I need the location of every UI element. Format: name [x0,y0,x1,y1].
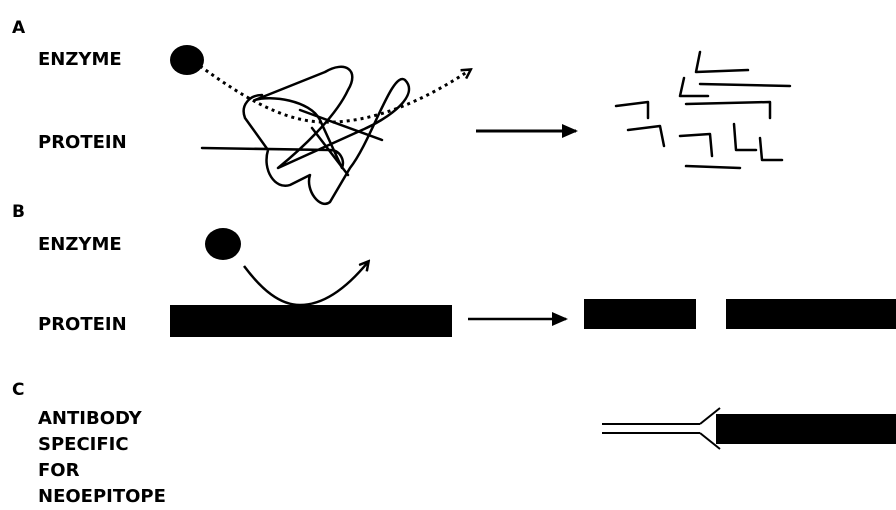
panel-c-neoepitope-fragment [716,414,896,444]
antibody-label-line-3: FOR [38,460,80,481]
panel-b-intact-protein-bar [170,305,452,337]
panel-b-fragment-1 [584,299,696,329]
panel-b-enzyme-path-arrow [243,262,368,307]
antibody-label-line-2: SPECIFIC [38,434,129,455]
panel-b-enzyme-blob [205,228,241,260]
panel-c-antibody-label: ANTIBODY SPECIFIC FOR NEOEPITOPE [38,406,166,510]
panel-c-antibody [602,407,721,450]
panel-a-letter: A [12,18,26,38]
panel-a-protein-fragments [614,50,792,170]
panel-b-fragment-2 [726,299,896,329]
panel-a-tangled-protein [200,65,411,205]
panel-a-enzyme-blob [170,45,204,75]
panel-c-letter: C [12,380,25,400]
panel-a-enzyme-path-dotted-arrow [199,64,470,124]
panel-a-protein-label: PROTEIN [38,132,127,153]
panel-b-letter: B [12,202,25,222]
antibody-label-line-4: NEOEPITOPE [38,486,166,507]
panel-b-protein-label: PROTEIN [38,314,127,335]
antibody-label-line-1: ANTIBODY [38,408,142,429]
panel-b-enzyme-label: ENZYME [38,234,122,255]
panel-a-enzyme-label: ENZYME [38,49,122,70]
